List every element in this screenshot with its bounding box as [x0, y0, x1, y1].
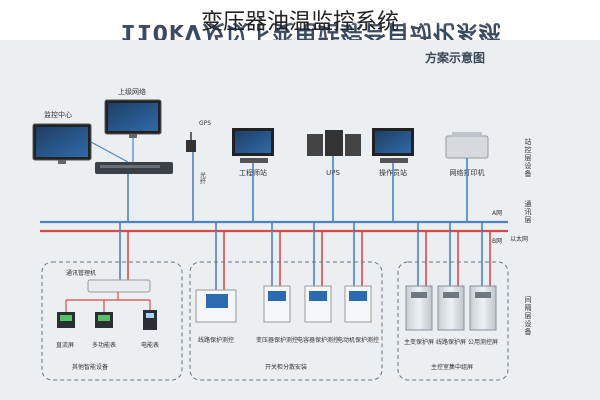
right-cabinet-1 — [405, 285, 433, 331]
label-net-a: A网 — [492, 210, 502, 217]
left-device-label-3: 电能表 — [141, 341, 159, 349]
bus-drop-lines — [119, 222, 491, 290]
operator-station-device — [372, 128, 414, 163]
engineer-station-device — [232, 128, 274, 163]
group-middle-box — [189, 261, 383, 381]
diagram-subtitle: 方案示意图 — [425, 51, 486, 65]
label-upper-network: 上级网络 — [118, 87, 146, 96]
right-device-label-3: 公用测控屏 — [468, 338, 498, 346]
upper-network-device — [104, 99, 162, 138]
middle-device-label-4: 电动机保护测控 — [337, 336, 379, 344]
left-manager-label: 通讯管理机 — [66, 269, 96, 277]
link-monitoring-switch — [90, 141, 129, 163]
middle-device-label-1: 线路保护测控 — [198, 336, 234, 344]
banner-fade — [0, 0, 600, 26]
right-cabinet-2 — [437, 285, 465, 331]
left-meter-1 — [57, 312, 75, 328]
middle-group-caption: 开关柜分散安装 — [265, 363, 307, 371]
network-printer-device — [445, 132, 489, 159]
label-station-control-layer: 站控层设备 — [524, 137, 532, 178]
middle-device-1 — [195, 289, 237, 323]
left-meter-3 — [143, 310, 157, 330]
right-cabinet-3 — [469, 285, 497, 331]
middle-device-2 — [263, 285, 291, 323]
middle-device-4 — [344, 285, 372, 323]
group-left-box — [41, 261, 183, 381]
ups-device — [307, 130, 361, 156]
left-rs485-lines — [65, 292, 151, 312]
label-gps: GPS — [199, 120, 211, 127]
middle-device-label-2: 变压器保护测控 — [256, 336, 298, 344]
comm-manager-device — [87, 279, 151, 293]
right-device-label-1: 主变保护屏 — [404, 338, 434, 346]
page-title: 变压器油温监控系统 — [200, 10, 399, 35]
right-group-caption: 主控室集中组屏 — [431, 363, 473, 371]
middle-device-3 — [304, 285, 332, 323]
left-device-label-1: 直流屏 — [56, 341, 74, 349]
label-bay-layer: 间隔层设备 — [524, 296, 532, 336]
label-net-b: B网 — [492, 238, 502, 245]
gps-device — [186, 132, 196, 152]
label-comm-layer: 通讯层 — [524, 199, 532, 224]
group-right-box — [397, 261, 509, 381]
banner: 110kV及以下变电站综合自动化系统 — [0, 0, 600, 40]
label-fiber: 光纤 — [199, 171, 206, 185]
middle-device-label-3: 电容器保护测控 — [297, 336, 339, 344]
right-device-label-2: 线路保护屏 — [436, 338, 466, 346]
label-monitoring-center: 监控中心 — [44, 110, 72, 119]
network-switch — [95, 162, 173, 174]
left-device-label-2: 多功能表 — [92, 341, 116, 349]
left-meter-2 — [95, 312, 113, 328]
left-group-caption: 其他智能设备 — [72, 363, 108, 371]
top-drop-lines — [127, 152, 468, 222]
label-ethernet: 以太网 — [510, 235, 528, 243]
monitoring-center-device — [32, 123, 92, 164]
